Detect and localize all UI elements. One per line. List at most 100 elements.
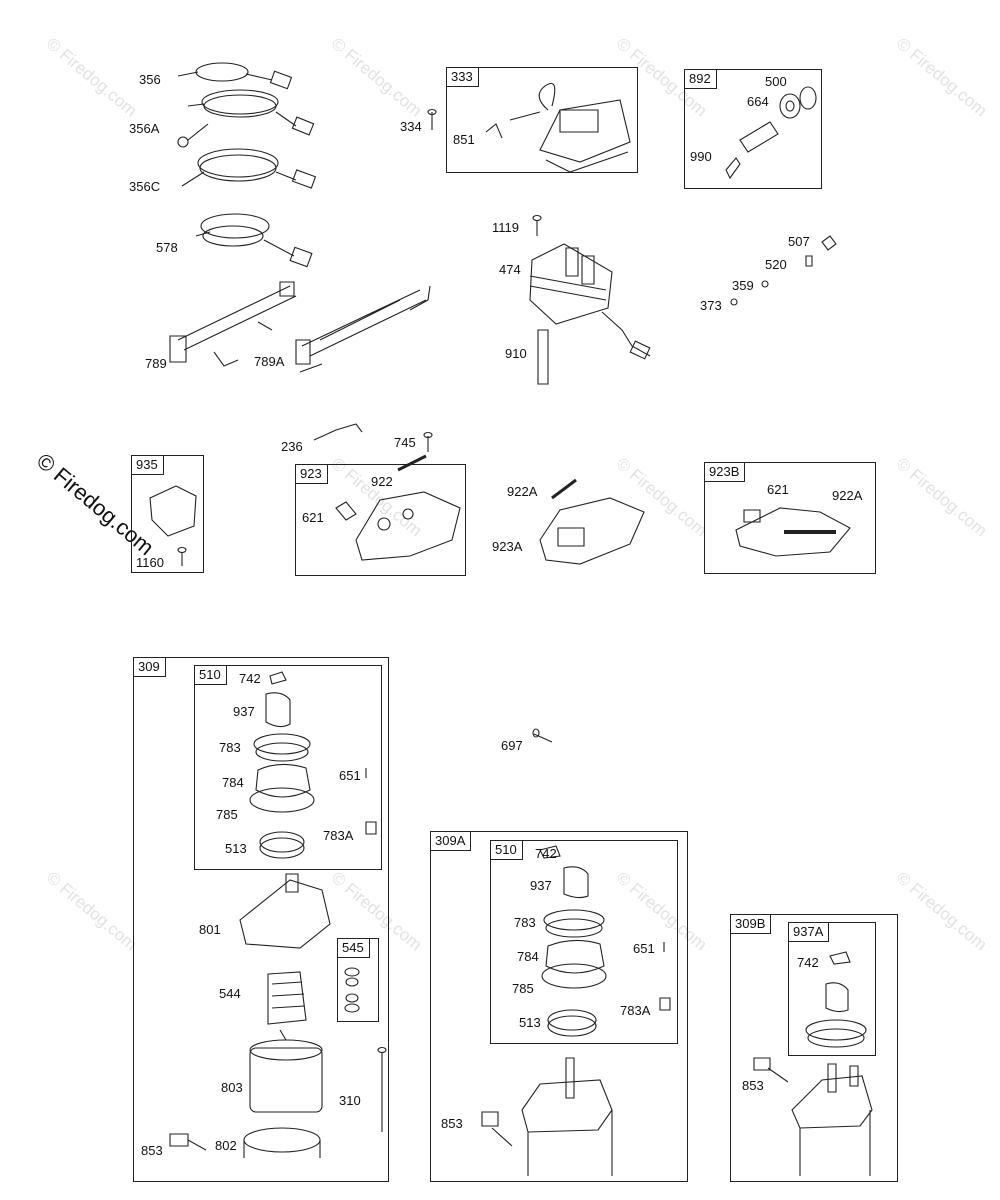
part-label-783: 783 bbox=[219, 740, 241, 755]
governor-control-923b-drawing bbox=[736, 508, 850, 556]
part-label-802: 802 bbox=[215, 1138, 237, 1153]
group-tag: 309B bbox=[731, 915, 772, 934]
part-label-513: 513 bbox=[225, 841, 247, 856]
part-label-922: 922 bbox=[371, 474, 393, 489]
group-tag: 892 bbox=[685, 70, 717, 89]
group-box-937a: 937A bbox=[788, 922, 876, 1056]
part-label-742: 742 bbox=[239, 671, 261, 686]
washers-545-drawing bbox=[345, 968, 359, 1012]
group-box-309b: 309B bbox=[730, 914, 898, 1182]
part-label-853: 853 bbox=[141, 1143, 163, 1158]
wire-harness-356a-drawing bbox=[178, 90, 314, 147]
wiring-harness-789a-drawing bbox=[296, 286, 430, 372]
part-label-356: 356 bbox=[139, 72, 161, 87]
wiring-harness-789-drawing bbox=[170, 282, 296, 366]
group-tag: 935 bbox=[132, 456, 164, 475]
part-label-578: 578 bbox=[156, 240, 178, 255]
part-label-500: 500 bbox=[765, 74, 787, 89]
link-236-drawing bbox=[314, 424, 362, 440]
key-switch-892-drawing bbox=[726, 87, 816, 178]
group-tag: 510 bbox=[491, 841, 523, 860]
starter-pinion-937a-drawing bbox=[806, 952, 866, 1047]
group-box-923: 923 bbox=[295, 464, 466, 576]
group-box-510-b: 510 bbox=[490, 840, 678, 1044]
screw-334-drawing bbox=[428, 110, 436, 131]
part-label-373: 373 bbox=[700, 298, 722, 313]
group-box-309a: 309A bbox=[430, 831, 688, 1182]
starter-drive-510b-drawing bbox=[540, 846, 670, 1036]
part-label-801: 801 bbox=[199, 922, 221, 937]
armature-474-drawing bbox=[530, 216, 650, 359]
part-label-937: 937 bbox=[233, 704, 255, 719]
part-label-910: 910 bbox=[505, 346, 527, 361]
part-label-1160: 1160 bbox=[136, 555, 164, 570]
starter-motor-309b-drawing bbox=[754, 1058, 872, 1176]
part-label-544: 544 bbox=[219, 986, 241, 1001]
part-label-745: 745 bbox=[394, 435, 416, 450]
governor-control-923a-drawing bbox=[540, 480, 644, 564]
part-label-922a: 922A bbox=[507, 484, 538, 499]
group-tag: 937A bbox=[789, 923, 830, 942]
part-label-474: 474 bbox=[499, 262, 521, 277]
part-label-851: 851 bbox=[453, 132, 475, 147]
starter-motor-309a-drawing bbox=[482, 1058, 612, 1176]
part-label-803: 803 bbox=[221, 1080, 243, 1095]
group-box-935: 935 bbox=[131, 455, 204, 573]
part-label-334: 334 bbox=[400, 119, 422, 134]
part-label-922a: 922A bbox=[832, 488, 863, 503]
wire-harness-356c-drawing bbox=[182, 149, 315, 188]
part-label-236: 236 bbox=[281, 439, 303, 454]
wire-harness-356-drawing bbox=[178, 63, 292, 89]
part-label-651: 651 bbox=[339, 768, 361, 783]
wire-harness-578-drawing bbox=[196, 214, 312, 267]
part-label-507: 507 bbox=[788, 234, 810, 249]
part-label-937: 937 bbox=[530, 878, 552, 893]
part-label-651: 651 bbox=[633, 941, 655, 956]
part-label-356c: 356C bbox=[129, 179, 161, 194]
governor-control-923-drawing bbox=[336, 456, 460, 560]
screw-697-drawing bbox=[533, 729, 552, 742]
part-label-310: 310 bbox=[339, 1093, 361, 1108]
group-tag: 923 bbox=[296, 465, 328, 484]
part-label-783a: 783A bbox=[620, 1003, 651, 1018]
part-label-621: 621 bbox=[767, 482, 789, 497]
ignition-armature-333-drawing bbox=[486, 84, 630, 173]
part-label-853: 853 bbox=[742, 1078, 764, 1093]
part-label-990: 990 bbox=[690, 149, 712, 164]
small-hardware-drawing bbox=[731, 236, 836, 305]
part-label-789a: 789A bbox=[254, 354, 285, 369]
part-label-513: 513 bbox=[519, 1015, 541, 1030]
part-label-785: 785 bbox=[216, 807, 238, 822]
part-label-742: 742 bbox=[535, 846, 557, 861]
group-box-923b: 923B bbox=[704, 462, 876, 574]
group-tag: 309 bbox=[134, 658, 166, 677]
part-label-356a: 356A bbox=[129, 121, 160, 136]
part-label-785: 785 bbox=[512, 981, 534, 996]
part-label-923a: 923A bbox=[492, 539, 523, 554]
group-tag: 309A bbox=[431, 832, 472, 851]
part-label-783a: 783A bbox=[323, 828, 354, 843]
bracket-935-drawing bbox=[150, 486, 196, 566]
starter-motor-309-drawing bbox=[170, 874, 386, 1158]
part-label-853: 853 bbox=[441, 1116, 463, 1131]
part-label-1119: 1119 bbox=[492, 220, 519, 235]
part-label-621: 621 bbox=[302, 510, 324, 525]
part-label-520: 520 bbox=[765, 257, 787, 272]
part-label-783: 783 bbox=[514, 915, 536, 930]
part-label-789: 789 bbox=[145, 356, 167, 371]
group-tag: 510 bbox=[195, 666, 227, 685]
part-label-742: 742 bbox=[797, 955, 819, 970]
group-box-333: 333 bbox=[446, 67, 638, 173]
group-box-892: 892 bbox=[684, 69, 822, 189]
group-box-510-a: 510 bbox=[194, 665, 382, 870]
part-label-784: 784 bbox=[222, 775, 244, 790]
part-label-697: 697 bbox=[501, 738, 523, 753]
part-label-664: 664 bbox=[747, 94, 769, 109]
group-tag: 923B bbox=[705, 463, 746, 482]
group-tag: 545 bbox=[338, 939, 370, 958]
screw-745-drawing bbox=[424, 433, 432, 453]
part-label-359: 359 bbox=[732, 278, 754, 293]
group-box-309: 309 bbox=[133, 657, 389, 1182]
part-label-784: 784 bbox=[517, 949, 539, 964]
